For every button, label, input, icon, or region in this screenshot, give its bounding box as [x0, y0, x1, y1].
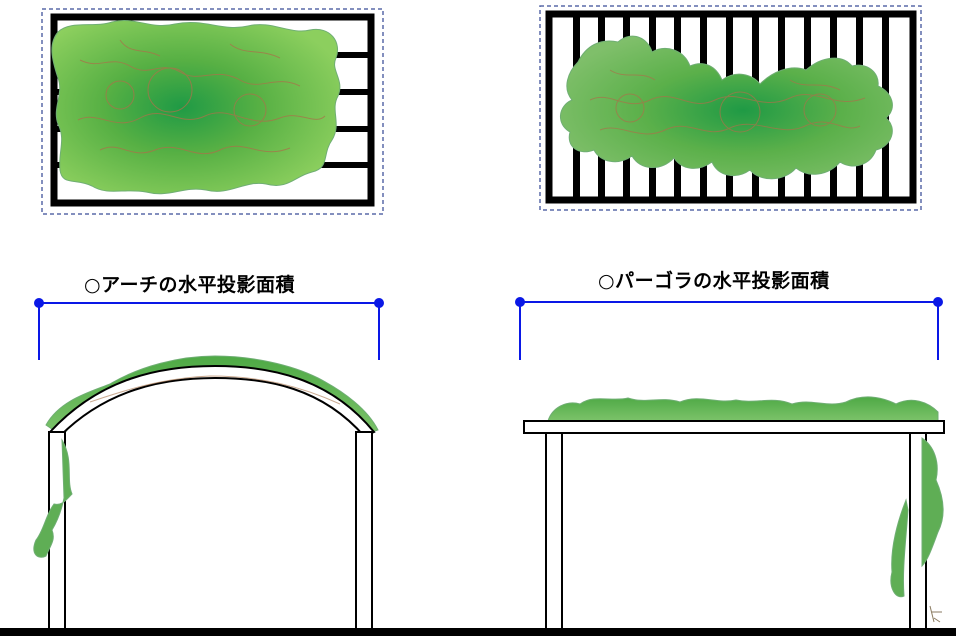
arch-plan-view	[41, 8, 384, 215]
pergola-post-left	[545, 432, 563, 634]
pergola-side-foliage	[890, 437, 944, 598]
pergola-elevation	[523, 396, 945, 634]
pergola-top-foliage	[547, 396, 939, 422]
arch-elevation	[33, 355, 379, 633]
pergola-plan-stems	[589, 69, 866, 135]
plan-dashed-border	[41, 8, 384, 215]
pergola-plan-foliage	[560, 35, 893, 180]
plan-dashed-border	[539, 5, 922, 211]
pergola-projection-caption: ○パーゴラの水平投影面積	[598, 270, 830, 292]
arch-foliage-stems	[89, 375, 341, 405]
pergola-plan-view	[539, 5, 922, 211]
pergola-beam	[523, 420, 945, 434]
arch-post-right	[355, 431, 373, 633]
arch-dimension-line	[34, 298, 384, 360]
arch-plan-stems	[77, 39, 326, 155]
pergola-plant-sprout	[929, 605, 942, 623]
pergola-dimension-line	[515, 297, 943, 360]
arch-side-foliage	[33, 439, 73, 558]
arch-projection-caption: ○アーチの水平投影面積	[84, 274, 295, 296]
ground-line	[0, 628, 956, 636]
arch-plan-foliage	[51, 20, 341, 195]
